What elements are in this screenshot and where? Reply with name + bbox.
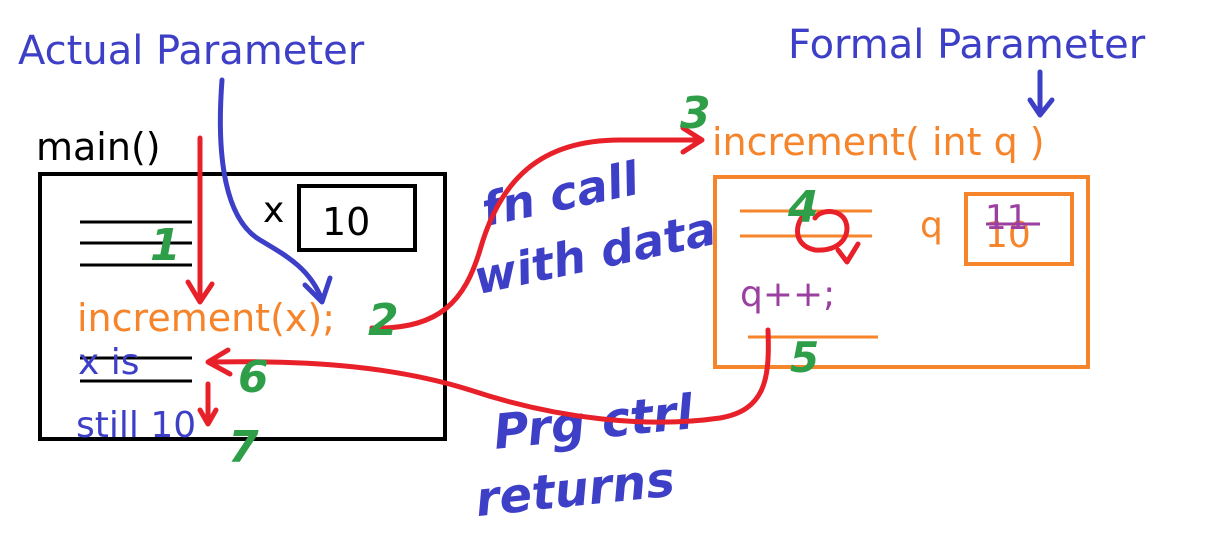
step-2: 2 (368, 295, 399, 346)
step-5: 5 (790, 333, 819, 382)
fn-var-name: q (920, 205, 943, 246)
still-10-text: still 10 (76, 405, 196, 446)
flow-arrow-down-head (185, 279, 215, 305)
loop-arrow-head (835, 241, 861, 265)
main-var-value: 10 (322, 200, 370, 244)
increment-statement: q++; (740, 274, 835, 315)
call-arrow (369, 137, 703, 331)
x-is-lines (80, 356, 192, 383)
call-arrow-head (680, 125, 705, 155)
function-header: increment( int q ) (712, 120, 1045, 164)
prg-ctrl-line2: returns (473, 452, 678, 529)
step-4: 4 (787, 182, 819, 233)
call-statement: increment(x); (77, 296, 335, 340)
main-var-box (297, 184, 417, 252)
fn-var-box (964, 192, 1074, 266)
actual-parameter-arrowhead (302, 275, 333, 305)
step-7: 7 (228, 422, 259, 473)
fn-var-new-value: 11 (985, 198, 1028, 238)
main-code-lines (80, 220, 192, 267)
return-arrow (207, 327, 771, 425)
step-1: 1 (150, 220, 181, 271)
actual-parameter-label: Actual Parameter (18, 28, 365, 74)
actual-parameter-arrow (217, 77, 325, 303)
step-6: 6 (238, 352, 269, 403)
main-var-name: x (263, 190, 284, 231)
fn-var-old-value: 10 (985, 215, 1031, 256)
step-3: 3 (680, 88, 711, 139)
continue-arrow-head (197, 407, 219, 427)
loop-arrow (795, 207, 850, 253)
formal-parameter-arrowhead (1027, 97, 1055, 118)
return-arrow-head (205, 347, 233, 377)
step-markers: 1 2 3 4 5 6 7 (150, 88, 819, 473)
main-label: main() (36, 125, 161, 169)
formal-parameter-label: Formal Parameter (788, 22, 1146, 68)
x-is-text: x is (78, 342, 140, 383)
prg-ctrl-annotation: Prg ctrl returns (473, 384, 696, 529)
fn-call-annotation: fn call with data (469, 151, 721, 305)
function-frame (713, 175, 1090, 369)
